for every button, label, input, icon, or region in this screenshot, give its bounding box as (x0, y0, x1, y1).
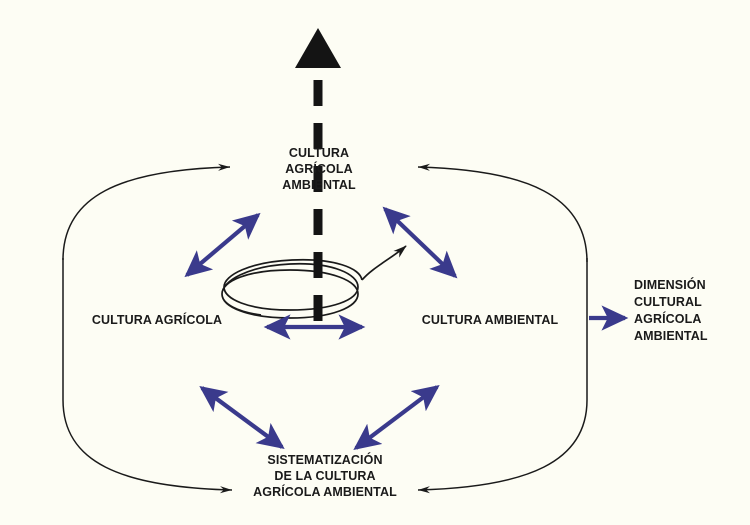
node-label-sistematizacion: SISTEMATIZACIÓN DE LA CULTURA AGRÍCOLA A… (253, 453, 397, 499)
axis-arrowhead-triangle (295, 28, 341, 68)
outer-loop-bottom-right (417, 258, 588, 494)
node-label-cultura-agricola-ambiental: CULTURA AGRÍCOLA AMBIENTAL (282, 146, 356, 192)
helix-path (221, 258, 363, 319)
arrow-top-right-diagonal (382, 206, 458, 279)
vertical-dashed-axis (295, 28, 341, 325)
helix-tail-arrow (361, 245, 407, 281)
arrow-top-left-diagonal (184, 212, 261, 278)
node-label-dimension-cultural-agricola-ambiental: DIMENSIÓN CULTURAL AGRÍCOLA AMBIENTAL (634, 278, 708, 343)
arrow-bottom-right-diagonal (353, 384, 440, 451)
outer-loop-group (62, 163, 588, 494)
node-label-cultura-agricola: CULTURA AGRÍCOLA (91, 313, 223, 327)
arrow-bottom-left-diagonal (199, 386, 285, 449)
outer-loop-bottom-left (62, 258, 233, 494)
outer-loop-top-left (62, 163, 231, 261)
node-label-cultura-ambiental: CULTURA AMBIENTAL (421, 313, 559, 327)
outer-loop-top-right (417, 163, 588, 263)
blue-arrows-group (184, 206, 629, 451)
